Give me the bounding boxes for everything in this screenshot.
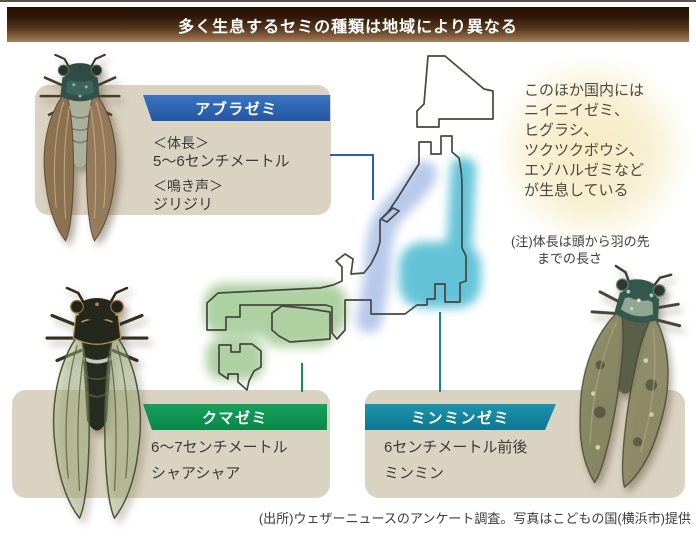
kumazemi-name: クマゼミ: [201, 409, 268, 427]
length-note-line1: (注)体長は頭から羽の先: [511, 234, 650, 249]
minminzemi-banner: ミンミンゼミ: [365, 404, 556, 430]
minminzemi-length: 6センチメートル前後: [384, 439, 528, 456]
other-species-glow: [492, 58, 694, 256]
callout-line: ニイニイゼミ、: [524, 102, 630, 119]
length-note: (注)体長は頭から羽の先 までの長さ: [511, 233, 650, 267]
kumazemi-photo: [45, 286, 149, 520]
minminzemi-cry: ミンミン: [384, 465, 445, 482]
minminzemi-photo: [579, 264, 682, 489]
map-outline-hokkaido: [416, 55, 494, 128]
map-outline-honshu: [206, 135, 467, 340]
map-outline-sado: [380, 207, 400, 223]
callout-line: このほか国内には: [524, 82, 645, 99]
kumazemi-cry: シャアシャア: [151, 465, 241, 482]
callout-line: エゾハルゼミなど: [524, 162, 645, 179]
minminzemi-name: ミンミンゼミ: [410, 409, 510, 427]
connector-aburazemi: [330, 154, 374, 200]
kumazemi-spec: 6～7センチメートル シャアシャア: [151, 438, 288, 490]
aburazemi-cry: ジリジリ: [153, 196, 214, 213]
region-aburazemi: [356, 161, 437, 333]
page-title: 多く生息するセミの種類は地域により異なる: [178, 18, 518, 36]
aburazemi-length: 5～6センチメートル: [153, 153, 290, 170]
source-caption: (出所)ウェザーニュースのアンケート調査。写真はこどもの国(横浜市)提供: [258, 511, 691, 526]
kumazemi-length: 6～7センチメートル: [151, 439, 288, 456]
length-note-line2: までの長さ: [537, 251, 603, 266]
aburazemi-banner: アブラゼミ: [143, 95, 330, 121]
map-outline-kyushu: [218, 343, 262, 391]
aburazemi-photo: [39, 53, 121, 242]
top-border: [0, 0, 696, 2]
header-bar: 多く生息するセミの種類は地域により異なる: [7, 7, 689, 42]
kumazemi-banner: クマゼミ: [143, 404, 327, 430]
minminzemi-spec: 6センチメートル前後 ミンミン: [384, 438, 527, 490]
map-outline-shikoku: [271, 305, 331, 343]
callout-line: ヒグラシ、: [524, 122, 599, 139]
callout-line: が生息している: [524, 182, 629, 199]
aburazemi-cry-label: ＜鳴き声＞: [153, 178, 223, 194]
callout-line: ツクツクボウシ、: [524, 142, 644, 159]
aburazemi-length-label: ＜体長＞: [153, 135, 209, 151]
other-species-callout: このほか国内には ニイニイゼミ、 ヒグラシ、 ツクツクボウシ、 エゾハルゼミなど…: [524, 81, 644, 201]
aburazemi-spec: ＜体長＞ 5～6センチメートル ＜鳴き声＞ ジリジリ: [153, 134, 290, 215]
region-kumazemi: [204, 283, 347, 380]
aburazemi-name: アブラゼミ: [195, 100, 278, 118]
